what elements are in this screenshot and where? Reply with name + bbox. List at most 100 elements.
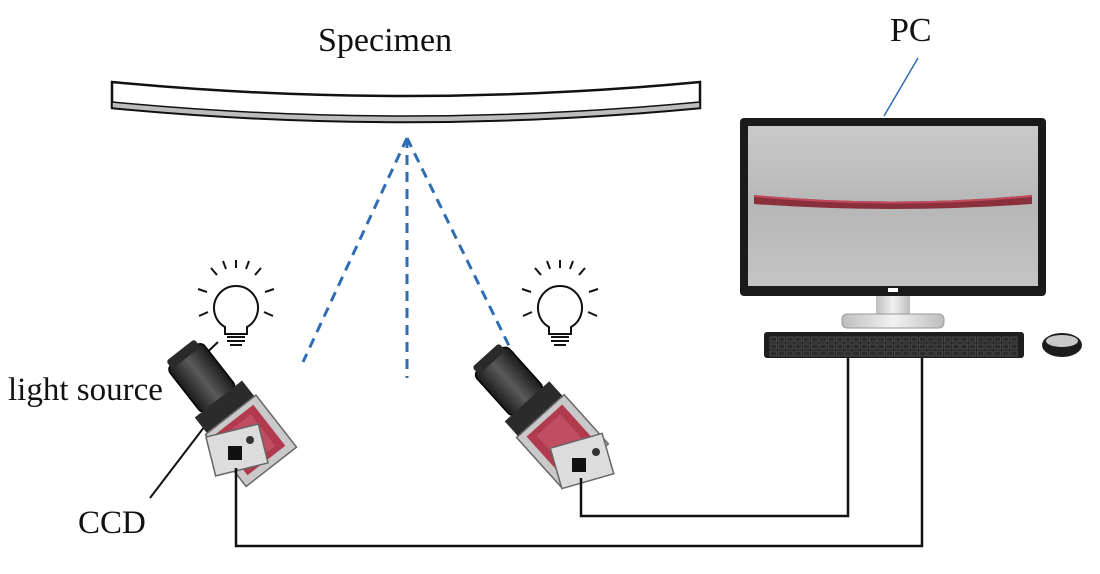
optical-paths bbox=[301, 137, 516, 378]
keyboard-key bbox=[910, 343, 919, 350]
left-camera-cable bbox=[234, 358, 924, 548]
keyboard-key bbox=[802, 343, 811, 350]
keyboard-key bbox=[827, 336, 836, 343]
keyboard-key bbox=[1001, 336, 1010, 343]
light-source-label: light source bbox=[8, 372, 163, 408]
keyboard-key bbox=[943, 343, 952, 350]
keyboard-key bbox=[835, 350, 844, 357]
keyboard-key bbox=[993, 336, 1002, 343]
keyboard-key bbox=[993, 343, 1002, 350]
keyboard-key bbox=[968, 343, 977, 350]
keyboard-key bbox=[960, 336, 968, 343]
keyboard-key bbox=[869, 336, 877, 343]
keyboard-key bbox=[943, 350, 952, 357]
keyboard-key bbox=[968, 350, 977, 357]
keyboard-key bbox=[1001, 343, 1010, 350]
keyboard-key bbox=[794, 343, 802, 350]
keyboard-key bbox=[827, 343, 836, 350]
keyboard-key bbox=[860, 350, 869, 357]
keyboard-key bbox=[786, 336, 794, 343]
keyboard-key bbox=[985, 350, 993, 357]
pc-leader bbox=[883, 57, 919, 117]
keyboard-key bbox=[844, 350, 852, 357]
keyboard-key bbox=[977, 336, 985, 343]
keyboard-key bbox=[910, 336, 919, 343]
keyboard-key bbox=[769, 336, 777, 343]
light-bulb-icon bbox=[197, 260, 275, 346]
keyboard-key bbox=[802, 350, 811, 357]
keyboard-key bbox=[985, 336, 993, 343]
keyboard-icon bbox=[764, 332, 1024, 358]
ccd-label: CCD bbox=[78, 505, 146, 541]
keyboard-key bbox=[902, 343, 910, 350]
keyboard-key bbox=[786, 343, 794, 350]
keyboard-key bbox=[927, 350, 935, 357]
keyboard-key bbox=[777, 343, 786, 350]
keyboard-key bbox=[794, 350, 802, 357]
keyboard-key bbox=[835, 336, 844, 343]
keyboard-key bbox=[885, 343, 894, 350]
keyboard-key bbox=[918, 343, 927, 350]
keyboard-key bbox=[918, 350, 927, 357]
keyboard-key bbox=[952, 343, 960, 350]
right-camera-ray bbox=[405, 137, 516, 357]
keyboard-key bbox=[869, 350, 877, 357]
keyboard-key bbox=[819, 336, 827, 343]
keyboard-key bbox=[935, 343, 943, 350]
ccd-camera-icon bbox=[473, 344, 610, 488]
keyboard-key bbox=[927, 343, 935, 350]
keyboard-key bbox=[819, 350, 827, 357]
keyboard-key bbox=[844, 336, 852, 343]
keyboard-key bbox=[794, 336, 802, 343]
keyboard-key bbox=[985, 343, 993, 350]
keyboard-key bbox=[1010, 343, 1018, 350]
keyboard-key bbox=[952, 350, 960, 357]
keyboard-key bbox=[852, 343, 860, 350]
keyboard-key bbox=[885, 350, 894, 357]
keyboard-key bbox=[952, 336, 960, 343]
keyboard-key bbox=[877, 350, 885, 357]
specimen-label: Specimen bbox=[318, 22, 453, 59]
keyboard-key bbox=[943, 336, 952, 343]
mouse-icon bbox=[1042, 333, 1082, 357]
data-cables bbox=[234, 358, 924, 548]
keyboard-key bbox=[960, 343, 968, 350]
keyboard-key bbox=[777, 350, 786, 357]
keyboard-key bbox=[894, 350, 902, 357]
keyboard-key bbox=[977, 343, 985, 350]
keyboard-key bbox=[802, 336, 811, 343]
keyboard-key bbox=[935, 350, 943, 357]
keyboard-key bbox=[877, 343, 885, 350]
keyboard-key bbox=[885, 336, 894, 343]
keyboard-key bbox=[968, 336, 977, 343]
pc-label: PC bbox=[890, 12, 932, 49]
keyboard-key bbox=[852, 336, 860, 343]
keyboard-key bbox=[869, 343, 877, 350]
ccd-leader bbox=[149, 421, 209, 499]
keyboard-key bbox=[769, 350, 777, 357]
keyboard-key bbox=[894, 343, 902, 350]
left-camera-ray bbox=[301, 137, 409, 363]
keyboard-key bbox=[1001, 350, 1010, 357]
keyboard-key bbox=[852, 350, 860, 357]
keyboard-key bbox=[827, 350, 836, 357]
keyboard-key bbox=[860, 336, 869, 343]
specimen-beam bbox=[110, 80, 702, 124]
keyboard-key bbox=[769, 343, 777, 350]
keyboard-key bbox=[935, 336, 943, 343]
keyboard-key bbox=[819, 343, 827, 350]
keyboard-key bbox=[844, 343, 852, 350]
keyboard-key bbox=[902, 336, 910, 343]
ccd-connector bbox=[549, 432, 615, 490]
keyboard-key bbox=[1010, 336, 1018, 343]
keyboard-key bbox=[894, 336, 902, 343]
ccd-connector bbox=[205, 423, 269, 477]
keyboard-key bbox=[927, 336, 935, 343]
right-camera-cable bbox=[579, 358, 850, 518]
keyboard-key bbox=[811, 343, 819, 350]
monitor-icon bbox=[740, 118, 1046, 329]
keyboard-key bbox=[918, 336, 927, 343]
keyboard-key bbox=[877, 336, 885, 343]
keyboard-key bbox=[993, 350, 1002, 357]
keyboard-key bbox=[811, 350, 819, 357]
